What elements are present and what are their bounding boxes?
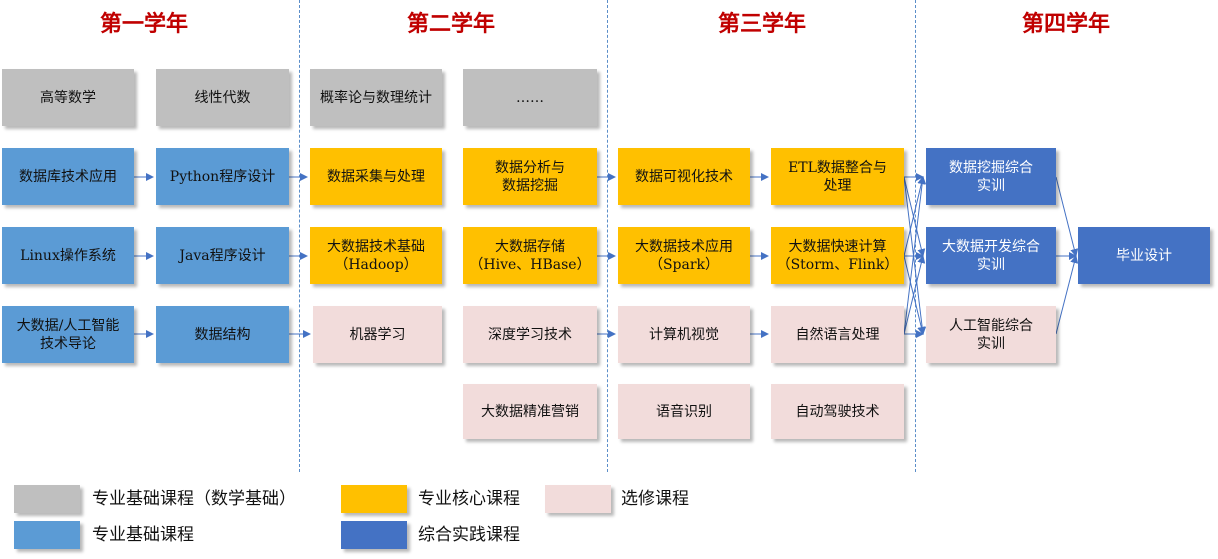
legend-swatch-core xyxy=(341,485,407,513)
course-bigdata-hadoop: 大数据技术基础 （Hadoop） xyxy=(310,227,442,284)
course-graduation-project: 毕业设计 xyxy=(1078,227,1210,284)
course-data-collection: 数据采集与处理 xyxy=(310,148,442,205)
course-data-structures: 数据结构 xyxy=(156,306,289,363)
course-machine-learning: 机器学习 xyxy=(313,306,442,363)
course-fast-computing: 大数据快速计算 （Storm、Flink） xyxy=(771,227,904,284)
course-bigdata-storage: 大数据存储 （Hive、HBase） xyxy=(463,227,597,284)
year-3-title: 第三学年 xyxy=(717,11,806,37)
course-etl: ETL数据整合与 处理 xyxy=(771,148,904,205)
course-ai-practice: 人工智能综合 实训 xyxy=(926,306,1056,363)
legend-swatch-practice xyxy=(341,521,407,549)
year-4-title: 第四学年 xyxy=(1021,11,1110,37)
legend-swatch-basic xyxy=(14,521,80,549)
arrow xyxy=(1055,255,1079,335)
year-divider-2 xyxy=(607,0,608,472)
legend-swatch-math-basics xyxy=(14,485,80,513)
course-precision-marketing: 大数据精准营销 xyxy=(463,384,597,439)
legend-label-core: 专业核心课程 xyxy=(418,489,520,509)
course-computer-vision: 计算机视觉 xyxy=(618,306,750,363)
legend-label-practice: 综合实践课程 xyxy=(418,525,520,545)
legend-swatch-elective xyxy=(545,485,611,513)
course-bigdata-ai-intro: 大数据/人工智能 技术导论 xyxy=(2,306,134,363)
course-autonomous-driving: 自动驾驶技术 xyxy=(771,384,904,439)
legend-label-basic: 专业基础课程 xyxy=(92,525,194,545)
course-speech-recognition: 语音识别 xyxy=(618,384,750,439)
arrow xyxy=(1055,176,1079,257)
course-python-programming: Python程序设计 xyxy=(156,148,289,205)
course-ellipsis: …… xyxy=(463,69,597,126)
course-advanced-math: 高等数学 xyxy=(2,69,134,126)
course-bigdata-spark: 大数据技术应用 （Spark） xyxy=(618,227,750,284)
arrow xyxy=(903,176,926,257)
course-bigdata-dev-practice: 大数据开发综合 实训 xyxy=(926,227,1056,284)
year-divider-1 xyxy=(299,0,300,472)
course-nlp: 自然语言处理 xyxy=(771,306,904,363)
legend-label-elective: 选修课程 xyxy=(621,489,689,509)
arrow xyxy=(903,176,927,335)
course-database-application: 数据库技术应用 xyxy=(2,148,134,205)
course-linear-algebra: 线性代数 xyxy=(156,69,289,126)
year-1-title: 第一学年 xyxy=(99,11,188,37)
course-linux: Linux操作系统 xyxy=(2,227,134,284)
course-java-programming: Java程序设计 xyxy=(156,227,289,284)
year-2-title: 第二学年 xyxy=(406,11,495,37)
course-data-mining-practice: 数据挖掘综合 实训 xyxy=(926,148,1056,205)
course-data-analysis-mining: 数据分析与 数据挖掘 xyxy=(463,148,597,205)
arrow xyxy=(903,255,926,335)
course-data-visualization: 数据可视化技术 xyxy=(618,148,750,205)
course-deep-learning: 深度学习技术 xyxy=(463,306,597,363)
course-probability-statistics: 概率论与数理统计 xyxy=(310,69,442,126)
legend-label-math-basics: 专业基础课程（数学基础） xyxy=(92,489,296,509)
